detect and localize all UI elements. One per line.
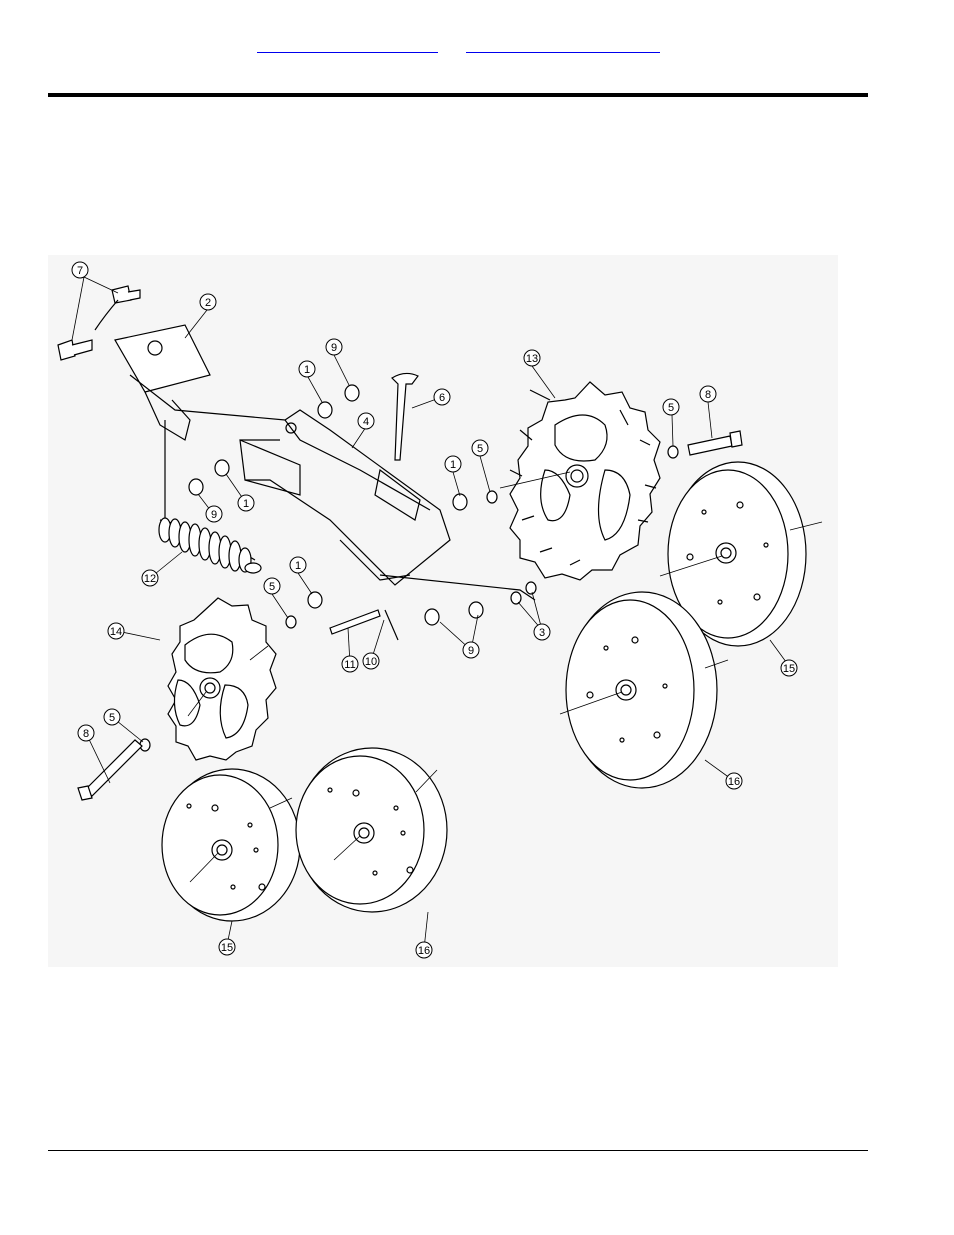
callout-5: 5 xyxy=(663,399,679,415)
svg-text:5: 5 xyxy=(109,712,115,724)
callout-8: 8 xyxy=(700,386,716,402)
callout-9: 9 xyxy=(206,506,222,522)
svg-text:11: 11 xyxy=(344,659,355,671)
star-wheel-lower xyxy=(168,598,276,760)
callout-5: 5 xyxy=(472,440,488,456)
handle-part xyxy=(392,373,418,460)
footer-rule xyxy=(48,1150,868,1151)
parts-drawing: 7 2 9 1 6 4 13 5 8 1 5 9 1 12 1 5 14 11 … xyxy=(48,255,838,967)
svg-text:7: 7 xyxy=(77,265,83,277)
svg-text:10: 10 xyxy=(365,656,377,668)
svg-text:5: 5 xyxy=(269,581,275,593)
svg-text:14: 14 xyxy=(110,626,122,638)
star-wheel-upper xyxy=(510,382,660,580)
callout-11: 11 xyxy=(342,656,358,672)
callout-13: 13 xyxy=(524,350,540,366)
pin-part xyxy=(330,610,398,640)
svg-text:16: 16 xyxy=(418,945,430,957)
callout-2: 2 xyxy=(200,294,216,310)
svg-text:6: 6 xyxy=(439,392,445,404)
disc-wheel-16-lower xyxy=(296,748,447,912)
callout-10: 10 xyxy=(363,653,379,669)
svg-text:5: 5 xyxy=(668,402,674,414)
nav-link-1[interactable] xyxy=(257,36,438,53)
nav-link-2[interactable] xyxy=(466,36,660,53)
svg-text:3: 3 xyxy=(539,627,545,639)
callout-1: 1 xyxy=(299,361,315,377)
header-rule xyxy=(48,93,868,97)
callout-16: 16 xyxy=(416,942,432,958)
svg-text:9: 9 xyxy=(211,509,217,521)
svg-text:1: 1 xyxy=(295,560,301,572)
bolt-left-part xyxy=(78,740,142,800)
exploded-parts-diagram: 7 2 9 1 6 4 13 5 8 1 5 9 1 12 1 5 14 11 … xyxy=(48,255,838,967)
callout-7: 7 xyxy=(72,262,88,278)
svg-text:9: 9 xyxy=(331,342,337,354)
svg-text:4: 4 xyxy=(363,416,369,428)
callout-15: 15 xyxy=(781,660,797,676)
callout-12: 12 xyxy=(142,570,158,586)
svg-text:8: 8 xyxy=(705,389,711,401)
callout-8: 8 xyxy=(78,725,94,741)
disc-wheel-16-upper xyxy=(566,592,717,788)
disc-wheel-15-lower xyxy=(162,769,300,921)
svg-text:15: 15 xyxy=(783,663,795,675)
svg-text:8: 8 xyxy=(83,728,89,740)
svg-text:9: 9 xyxy=(468,645,474,657)
callout-6: 6 xyxy=(434,389,450,405)
callout-9: 9 xyxy=(326,339,342,355)
bolt-right-part xyxy=(688,431,742,455)
spring-part xyxy=(159,518,261,573)
callout-15: 15 xyxy=(219,939,235,955)
svg-text:1: 1 xyxy=(304,364,310,376)
svg-text:12: 12 xyxy=(144,573,156,585)
callout-1: 1 xyxy=(290,557,306,573)
svg-text:5: 5 xyxy=(477,443,483,455)
callout-16: 16 xyxy=(726,773,742,789)
callout-5: 5 xyxy=(264,578,280,594)
callout-5: 5 xyxy=(104,709,120,725)
svg-text:15: 15 xyxy=(221,942,233,954)
callout-3: 3 xyxy=(534,624,550,640)
callout-1: 1 xyxy=(238,495,254,511)
svg-text:1: 1 xyxy=(243,498,249,510)
svg-text:1: 1 xyxy=(450,459,456,471)
svg-text:16: 16 xyxy=(728,776,740,788)
svg-text:2: 2 xyxy=(205,297,211,309)
frame-arm-part xyxy=(115,325,535,600)
callout-9: 9 xyxy=(463,642,479,658)
callout-14: 14 xyxy=(108,623,124,639)
callout-1: 1 xyxy=(445,456,461,472)
svg-text:13: 13 xyxy=(526,353,538,365)
callout-4: 4 xyxy=(358,413,374,429)
